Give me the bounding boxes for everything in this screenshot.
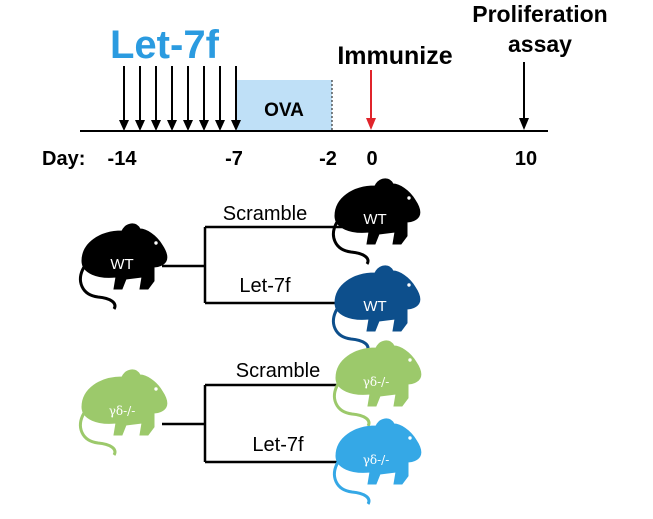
injection-arrow (183, 66, 193, 131)
injection-arrows (119, 66, 241, 131)
injection-arrow (215, 66, 225, 131)
day-prefix-label: Day: (42, 148, 85, 170)
wt-group: WT Scramble Let-7f WT WT (78, 177, 422, 353)
gd-ko-scramble-mouse-icon: γδ-/- (332, 339, 423, 428)
immunize-label: Immunize (337, 42, 452, 70)
proliferation-label: Proliferation (472, 1, 607, 27)
wt-let7f-mouse-label: WT (363, 298, 386, 315)
immunize-arrow (366, 70, 376, 130)
injection-arrow (199, 66, 209, 131)
proliferation-arrow (519, 62, 529, 130)
gd-ko-source-mouse-icon: γδ-/- (78, 368, 169, 457)
assay-label: assay (508, 31, 572, 57)
gd-ko-scramble-mouse-label: γδ-/- (363, 375, 390, 389)
gd-ko-source-mouse-label: γδ-/- (109, 404, 136, 418)
injection-arrow (135, 66, 145, 131)
tick-label-day-minus-7: -7 (225, 148, 243, 170)
tick-label-day-minus-2: -2 (319, 148, 337, 170)
tick-label-day-0: 0 (366, 148, 377, 170)
wt-let7f-mouse-icon: WT (331, 264, 422, 353)
let7f-treatment-label: Let-7f (110, 23, 220, 67)
gd-ko-let7f-label: Let-7f (252, 434, 304, 456)
injection-arrow (119, 66, 129, 131)
gd-ko-scramble-label: Scramble (236, 360, 320, 382)
gd-ko-let7f-mouse-icon: γδ-/- (332, 417, 423, 506)
gd-ko-branch-lines (162, 383, 342, 464)
tick-label-day-minus-14: -14 (108, 148, 138, 170)
tick-label-day-10: 10 (515, 148, 537, 170)
wt-let7f-label: Let-7f (239, 275, 291, 297)
gd-ko-let7f-mouse-label: γδ-/- (363, 453, 390, 467)
injection-arrow (151, 66, 161, 131)
injection-arrow (231, 66, 241, 131)
wt-branch-lines (162, 225, 342, 305)
wt-scramble-label: Scramble (223, 203, 307, 225)
injection-arrow (167, 66, 177, 131)
ova-period-box (237, 80, 332, 131)
wt-source-mouse-icon: WT (78, 222, 169, 311)
gd-ko-group: γδ-/- Scramble Let-7f γδ-/- γδ-/- (78, 339, 423, 506)
wt-scramble-mouse-label: WT (363, 211, 386, 228)
wt-source-mouse-label: WT (110, 256, 133, 273)
ova-label: OVA (264, 100, 304, 121)
wt-scramble-mouse-icon: WT (331, 177, 422, 266)
